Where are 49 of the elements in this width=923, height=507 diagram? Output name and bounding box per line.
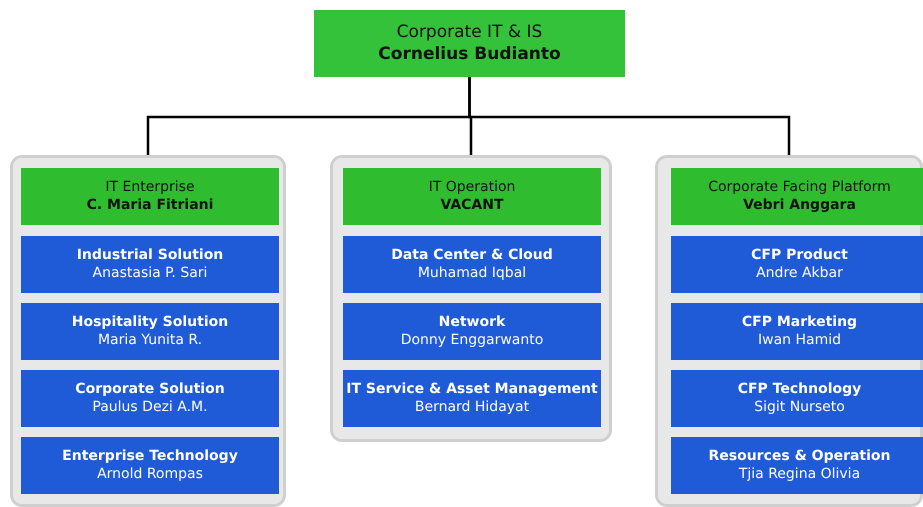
unit-name: Corporate Solution [75,381,225,398]
title-box [314,10,625,77]
unit-box [671,437,923,494]
unit-box [21,236,279,293]
unit-box [21,370,279,427]
unit-box [343,370,601,427]
person-name: Vebri Anggara [743,196,856,214]
unit-box [671,236,923,293]
unit-name: Corporate IT & IS [396,22,542,44]
person-name: Andre Akbar [756,264,843,282]
unit-name: Resources & Operation [708,448,891,466]
person-name: Iwan Hamid [758,332,841,349]
person-name: Maria Yunita R. [98,332,202,349]
unit-name: Hospitality Solution [72,314,228,332]
person-name: VACANT [440,196,504,214]
unit-box [21,303,279,360]
group-header-box [21,168,279,225]
person-name: Anastasia P. Sari [92,264,208,282]
person-name: Arnold Rompas [97,466,203,483]
unit-name: CFP Product [751,247,848,264]
unit-name: Industrial Solution [76,247,224,264]
unit-name: Data Center & Cloud [391,247,553,264]
unit-box [671,303,923,360]
person-name: Muhamad Iqbal [418,264,526,282]
connector-line [468,77,790,155]
unit-box [671,370,923,427]
group-panel [655,155,923,507]
unit-name: IT Operation [428,179,516,196]
unit-name: IT Service & Asset Management [346,381,598,398]
unit-name: Network [438,314,506,332]
unit-name: Corporate Facing Platform [708,179,891,196]
person-name: Cornelius Budianto [378,44,561,65]
person-name: C. Maria Fitriani [86,196,214,214]
person-name: Bernard Hidayat [414,398,530,416]
person-name: Paulus Dezi A.M. [92,398,208,416]
unit-name: CFP Marketing [742,314,858,332]
group-panel [330,155,612,442]
unit-name: IT Enterprise [105,179,195,196]
person-name: Tjia Regina Olivia [738,466,860,483]
unit-box [343,303,601,360]
unit-box [21,437,279,494]
unit-box [343,236,601,293]
unit-name: Enterprise Technology [62,448,238,466]
group-header-box [671,168,923,225]
unit-name: CFP Technology [738,381,862,398]
person-name: Sigit Nurseto [754,398,845,416]
group-header-box [343,168,601,225]
group-panel [10,155,286,507]
person-name: Donny Enggarwanto [400,332,544,349]
